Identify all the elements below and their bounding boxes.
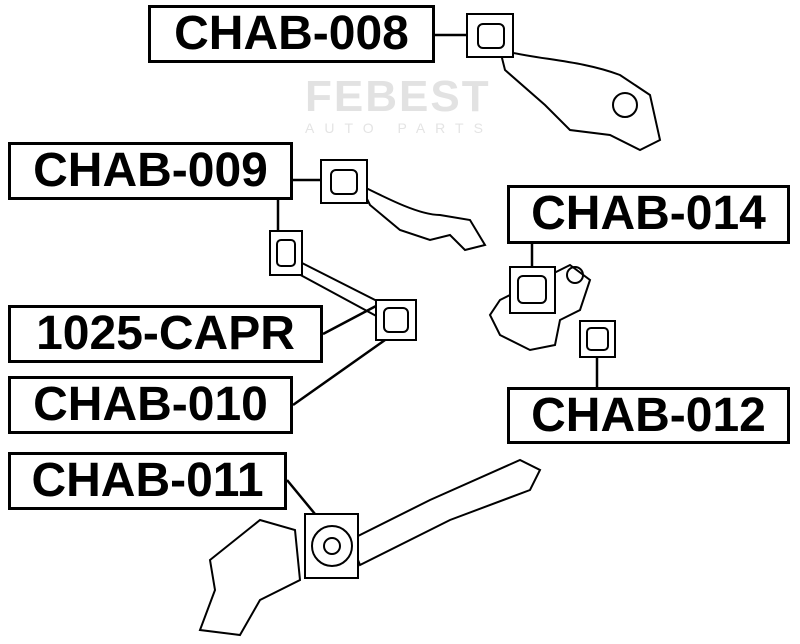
leader-lines [276,33,599,515]
lateral-arm [357,182,487,252]
bushing-box-014 [509,266,556,314]
knuckle-hole [566,266,584,284]
bushing-box-009 [320,159,368,204]
bushing-capr [276,239,296,267]
bushing-008 [477,23,505,49]
bushing-010 [383,307,409,333]
bushing-014 [517,275,547,304]
watermark-sub: AUTO PARTS [305,120,493,136]
part-label-chab-012: CHAB-012 [507,387,790,444]
part-label-chab-011: CHAB-011 [8,452,287,510]
bushing-box-011 [304,513,359,579]
watermark-brand: FEBEST [305,72,491,121]
bushing-012 [586,327,609,351]
bushing-box-capr [269,230,303,276]
part-label-chab-014: CHAB-014 [507,185,790,244]
upper-control-arm [498,48,662,152]
bushing-box-008 [466,13,514,58]
bushing-009 [330,169,358,195]
bushing-box-012 [579,320,616,358]
bushing-box-010 [375,299,417,341]
trailing-arm [348,458,542,567]
bushing-011 [311,525,353,567]
part-label-chab-009: CHAB-009 [8,142,293,200]
arm-hole [612,92,638,118]
part-label-1025-capr: 1025-CAPR [8,305,323,363]
part-label-chab-010: CHAB-010 [8,376,293,434]
part-label-chab-008: CHAB-008 [148,5,435,63]
bracket [198,518,302,637]
